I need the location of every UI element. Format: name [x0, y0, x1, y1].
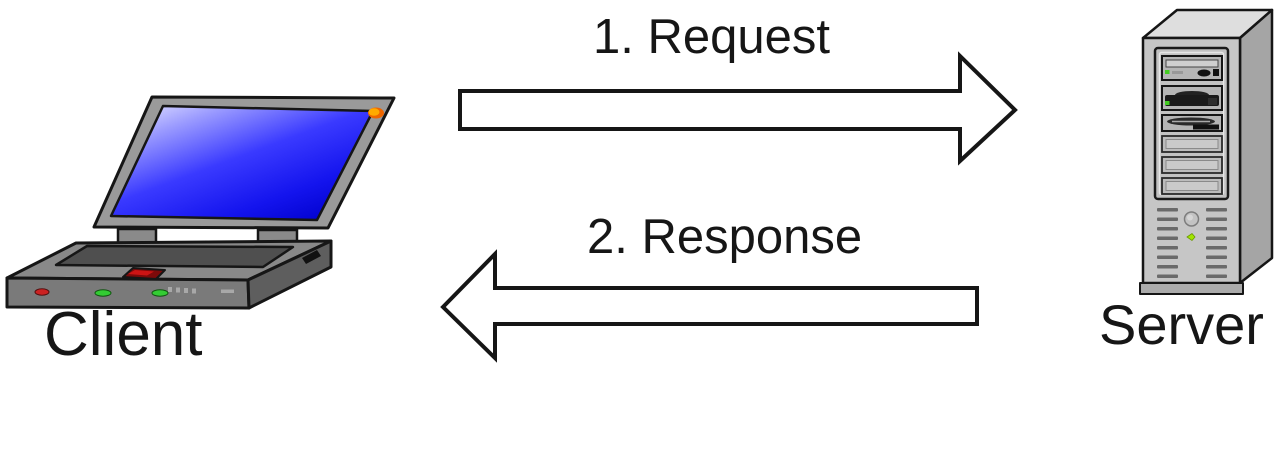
server-drive-panel	[1153, 46, 1230, 201]
server-blank-bays	[1161, 135, 1223, 195]
server-cdrom-drive	[1161, 55, 1223, 81]
laptop-screen	[109, 104, 375, 222]
server-power-button	[1183, 211, 1200, 227]
laptop-base	[5, 239, 333, 310]
laptop-front-markings	[168, 287, 234, 294]
request-label: 1. Request	[593, 10, 830, 64]
client-label: Client	[44, 300, 203, 369]
laptop-lid	[92, 95, 396, 230]
server-label: Server	[1099, 293, 1264, 356]
laptop-status-leds	[34, 288, 169, 297]
request-arrow	[458, 51, 1018, 166]
laptop-power-led-orange	[368, 107, 384, 119]
server-vents	[1157, 208, 1227, 278]
laptop-side-slot	[302, 250, 321, 264]
laptop-led-green-2	[151, 289, 169, 297]
response-arrow	[440, 249, 979, 363]
laptop-keyboard-area	[54, 244, 295, 269]
laptop-red-button	[122, 267, 166, 280]
server-power-led-green	[1186, 232, 1196, 242]
server-drive-2	[1161, 85, 1223, 111]
server-floppy-drive	[1161, 114, 1223, 132]
server-cdrom-led-green	[1165, 70, 1170, 74]
laptop-led-red	[34, 288, 50, 296]
laptop-led-green-1	[94, 289, 112, 297]
response-label: 2. Response	[587, 210, 863, 264]
client-laptop-icon	[5, 95, 396, 310]
server-tower-icon	[1139, 8, 1274, 295]
server-drive2-led-green	[1165, 101, 1170, 105]
